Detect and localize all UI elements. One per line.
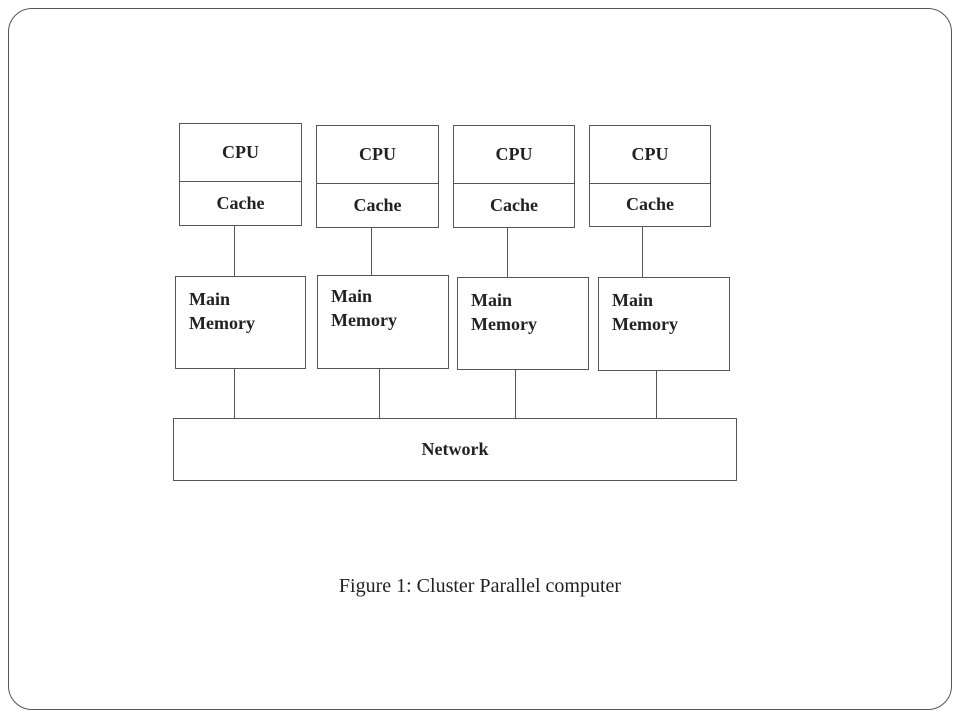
connector-cache-memory-1 xyxy=(234,226,235,276)
cpu-label-4: CPU xyxy=(590,126,710,184)
connector-memory-network-3 xyxy=(515,370,516,418)
cpu-cache-box-2: CPU Cache xyxy=(316,125,439,228)
main-memory-label-3: Main Memory xyxy=(471,290,537,334)
cache-label-2: Cache xyxy=(353,194,402,215)
connector-cache-memory-4 xyxy=(642,227,643,277)
main-memory-label-4: Main Memory xyxy=(612,290,678,334)
connector-cache-memory-3 xyxy=(507,228,508,277)
connector-memory-network-2 xyxy=(379,369,380,418)
cache-label-1: Cache xyxy=(216,192,265,213)
cpu-cache-box-3: CPU Cache xyxy=(453,125,575,228)
main-memory-label-2: Main Memory xyxy=(331,286,397,330)
main-memory-box-3: Main Memory xyxy=(457,277,589,370)
main-memory-label-1: Main Memory xyxy=(189,289,255,333)
cpu-cache-box-4: CPU Cache xyxy=(589,125,711,227)
cache-label-4: Cache xyxy=(626,194,674,214)
cpu-label-3: CPU xyxy=(454,126,574,184)
main-memory-box-4: Main Memory xyxy=(598,277,730,371)
cpu-cache-box-1: CPU Cache xyxy=(179,123,302,226)
main-memory-box-1: Main Memory xyxy=(175,276,306,369)
connector-memory-network-1 xyxy=(234,369,235,418)
figure-caption: Figure 1: Cluster Parallel computer xyxy=(338,575,622,597)
network-box: Network xyxy=(173,418,737,481)
connector-memory-network-4 xyxy=(656,371,657,418)
main-memory-box-2: Main Memory xyxy=(317,275,449,369)
cpu-label-1: CPU xyxy=(180,124,301,182)
cpu-label-2: CPU xyxy=(317,126,438,184)
cache-label-3: Cache xyxy=(490,194,538,215)
connector-cache-memory-2 xyxy=(371,228,372,275)
